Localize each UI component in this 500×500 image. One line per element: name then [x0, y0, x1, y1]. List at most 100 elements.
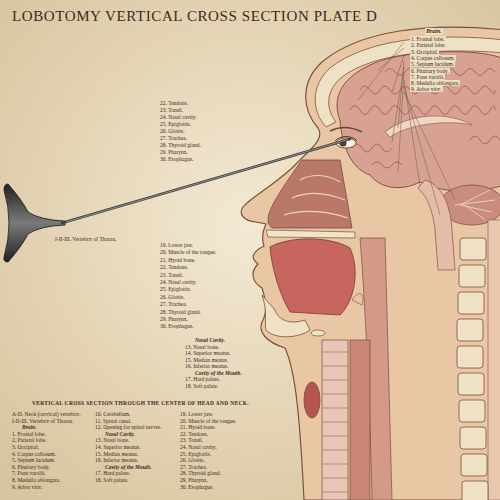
nasal-cavity — [268, 160, 352, 228]
part-name: 1. Frontal lobe. — [410, 36, 446, 42]
section-heading: VERTICAL CROSS SECTION THROUGH THE CENTE… — [32, 400, 249, 406]
orbitoclast-handle — [4, 184, 65, 262]
trachea-rings — [322, 352, 348, 492]
key-entry: 13. Nasal bone. — [95, 437, 129, 443]
key-entry: 20. Muscle of the tongue. — [180, 418, 236, 424]
spinal-cord — [488, 220, 500, 500]
part-name: 20. Muscle of the tongue. — [160, 249, 216, 255]
part-name: I-II-III. Vertebræ of Thorax. — [55, 236, 117, 242]
key-entry: 24. Nasal cavity. — [180, 444, 217, 450]
key-entry: 22. Tendons. — [180, 431, 208, 437]
vertebra — [458, 373, 484, 395]
key-entry: 7. Pons varolii. — [12, 470, 45, 476]
key-entry: 3. Occipital. — [12, 444, 39, 450]
group-heading: Cavity of the Mouth. — [105, 464, 152, 470]
part-name: 24. Nasal cavity. — [160, 114, 197, 120]
vertebra — [457, 346, 483, 368]
part-name: 3. Occipital. — [410, 49, 439, 55]
leader-line — [398, 74, 404, 172]
vertebra — [460, 238, 486, 260]
key-entry: 6. Pituitary body. — [12, 464, 50, 470]
lower-jaw — [262, 295, 310, 337]
key-entry: 29. Pharynx. — [180, 477, 208, 483]
key-entry: 17. Hard palate. — [95, 470, 130, 476]
key-entry: 23. Tonsil. — [180, 437, 203, 443]
eyebrow — [330, 128, 362, 132]
group-heading: Nasal Cavity. — [195, 337, 225, 343]
part-name: 28. Thyroid gland. — [160, 309, 201, 315]
vertebra — [457, 319, 483, 341]
part-name: 29. Pharynx. — [160, 149, 188, 155]
part-name: 23. Tonsil. — [160, 272, 183, 278]
part-name: 9. Arbor vitæ. — [410, 86, 443, 92]
key-entry: 30. Esophagus. — [180, 484, 213, 490]
part-name: 30. Esophagus. — [160, 323, 193, 329]
part-name: 14. Superior meatus. — [185, 350, 231, 356]
part-name: 6. Pituitary body. — [410, 68, 450, 74]
key-entry: 9. Arbor vitæ. — [12, 484, 43, 490]
orbitoclast-shaft — [62, 139, 350, 223]
part-name: 13. Nasal bone. — [185, 344, 219, 350]
part-name: 22. Tendons. — [160, 100, 188, 106]
vertebra — [462, 481, 488, 500]
key-entry: 11. Spinal canal. — [95, 418, 131, 424]
vertebra — [458, 292, 484, 314]
part-name: 16. Inferior meatus. — [185, 363, 228, 369]
gyrus-line — [360, 86, 495, 94]
turbinates — [284, 176, 348, 218]
leader-lines — [358, 42, 455, 215]
key-entry: 16. Inferior meatus. — [95, 457, 138, 463]
gyrus-line — [352, 144, 392, 152]
part-name: 2. Parietal lobe. — [410, 42, 447, 48]
gyrus-line — [372, 162, 402, 168]
esophagus — [350, 340, 370, 500]
vertebrae — [457, 238, 488, 500]
key-entry: 1. Frontal lobe. — [12, 431, 46, 437]
leader-line — [404, 86, 440, 215]
part-name: 5. Septum lucidum. — [410, 61, 455, 67]
part-name: 28. Thyroid gland. — [160, 142, 201, 148]
part-name: 19. Lower jaw. — [160, 242, 193, 248]
part-name: 15. Median meatus. — [185, 357, 228, 363]
key-entry: A-D. Neck (cervical) vertebræ. — [12, 411, 81, 417]
part-name: 8. Medulla oblongata. — [410, 80, 460, 86]
shaft-highlight — [66, 140, 348, 223]
gyrus-line — [470, 136, 500, 144]
thyroid-gland — [304, 382, 320, 418]
head-skin — [241, 27, 500, 500]
tongue — [270, 239, 355, 315]
group-heading: Cavity of the Mouth. — [195, 370, 242, 376]
key-entry: 4. Corpus callosum. — [12, 451, 56, 457]
arbor-vitae — [455, 190, 495, 220]
hard-palate — [266, 230, 355, 238]
key-entry: 5. Septum lucidum. — [12, 457, 55, 463]
vertebra — [460, 427, 486, 449]
gyrus-line — [350, 106, 495, 115]
key-entry: I-II-III. Vertebræ of Thorax. — [12, 418, 74, 424]
part-name: 22. Tendons. — [160, 264, 188, 270]
part-name: 27. Trachea. — [160, 135, 187, 141]
part-name: 17. Hard palate. — [185, 376, 220, 382]
key-entry: 18. Soft palate. — [95, 477, 128, 483]
key-entry: 8. Medulla oblongata. — [12, 477, 60, 483]
plate-title: LOBOTOMY VERTICAL CROSS SECTION PLATE D — [12, 8, 377, 25]
group-heading: Brain. — [22, 424, 37, 430]
key-entry: 21. Hyoid bone. — [180, 424, 215, 430]
part-name: 21. Hyoid bone. — [160, 257, 195, 263]
key-entry: 27. Trachea. — [180, 464, 207, 470]
part-name: 4. Corpus callosum. — [410, 55, 456, 61]
vertebra — [459, 265, 485, 287]
group-heading: Nasal Cavity. — [105, 431, 135, 437]
brain — [337, 52, 500, 192]
part-name: 26. Glottis. — [160, 294, 185, 300]
part-name: 25. Epiglottis. — [160, 286, 191, 292]
key-entry: 12. Opening for spinal nerves. — [95, 424, 162, 430]
hyoid-bone — [311, 330, 325, 336]
part-name: 23. Tonsil. — [160, 107, 183, 113]
leader-line — [358, 42, 404, 100]
part-name: 30. Esophagus. — [160, 156, 193, 162]
part-name: 18. Soft palate. — [185, 383, 218, 389]
key-entry: 19. Lower jaw. — [180, 411, 213, 417]
leader-line — [392, 55, 404, 92]
brain-folds — [350, 69, 500, 169]
